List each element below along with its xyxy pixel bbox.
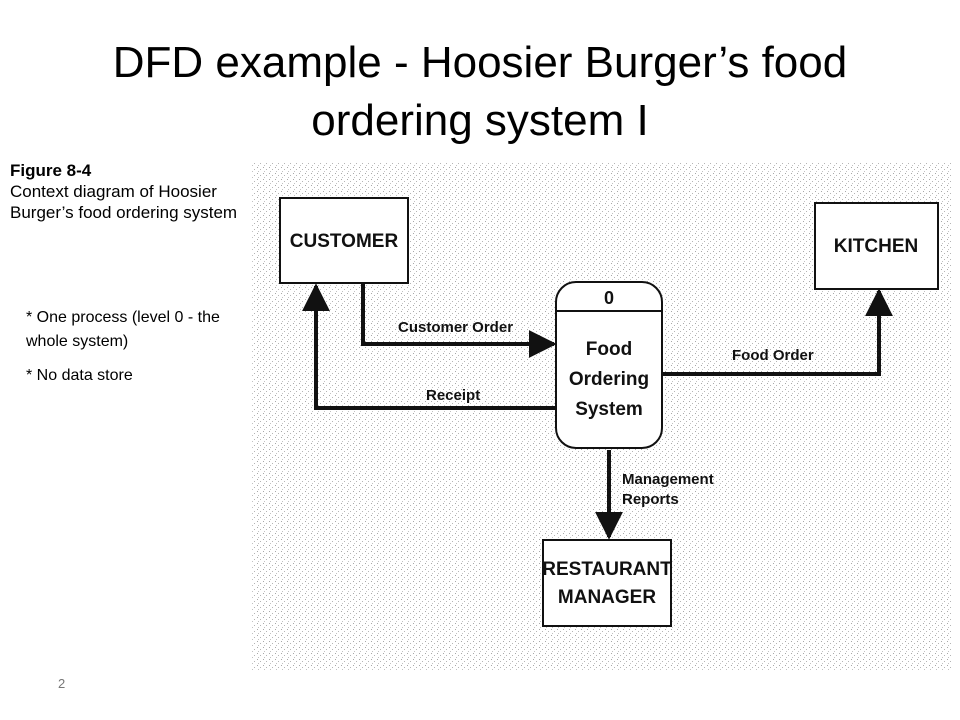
entity-kitchen-label: KITCHEN [834, 236, 918, 257]
entity-customer: CUSTOMER [279, 197, 409, 284]
note-one-process: * One process (level 0 - the whole syste… [26, 309, 220, 350]
flow-customer-order-label: Customer Order [398, 319, 513, 336]
notes: * One process (level 0 - the whole syste… [26, 306, 256, 388]
entity-customer-label: CUSTOMER [290, 231, 399, 252]
process-food-ordering-system: 0 Food Ordering System [555, 281, 663, 449]
flow-food-order: Food Order [662, 288, 893, 376]
context-diagram-svg: CUSTOMER KITCHEN RESTAURANT MANAGER 0 Fo… [252, 162, 952, 670]
figure-label: Figure 8-4 [10, 161, 92, 180]
flow-management-reports-label-1: Management [622, 471, 714, 488]
flow-receipt: Receipt [302, 283, 556, 410]
process-label-1: Food [586, 339, 632, 360]
process-label-3: System [575, 399, 643, 420]
entity-manager-label-2: MANAGER [558, 587, 656, 608]
flow-food-order-label: Food Order [732, 347, 814, 364]
title-line-1: DFD example - Hoosier Burger’s food [112, 38, 848, 87]
figure-description: Context diagram of Hoosier Burger’s food… [10, 182, 238, 222]
flow-management-reports-label-2: Reports [622, 491, 679, 508]
entity-manager-label-1: RESTAURANT [542, 559, 672, 580]
title-line-2: ordering system I [311, 96, 649, 145]
entity-kitchen: KITCHEN [814, 202, 939, 290]
process-label-2: Ordering [569, 369, 649, 390]
process-number: 0 [604, 288, 614, 308]
flow-receipt-label: Receipt [426, 387, 480, 404]
entity-restaurant-manager: RESTAURANT MANAGER [542, 539, 672, 627]
figure-caption: Figure 8-4 Context diagram of Hoosier Bu… [10, 160, 250, 223]
note-no-data-store: * No data store [26, 367, 133, 384]
flow-management-reports: Management Reports [595, 450, 714, 540]
flow-customer-order: Customer Order [361, 283, 557, 358]
slide-title: DFD example - Hoosier Burger’s food orde… [40, 34, 920, 150]
context-diagram: CUSTOMER KITCHEN RESTAURANT MANAGER 0 Fo… [250, 160, 955, 672]
page-number: 2 [58, 676, 66, 691]
